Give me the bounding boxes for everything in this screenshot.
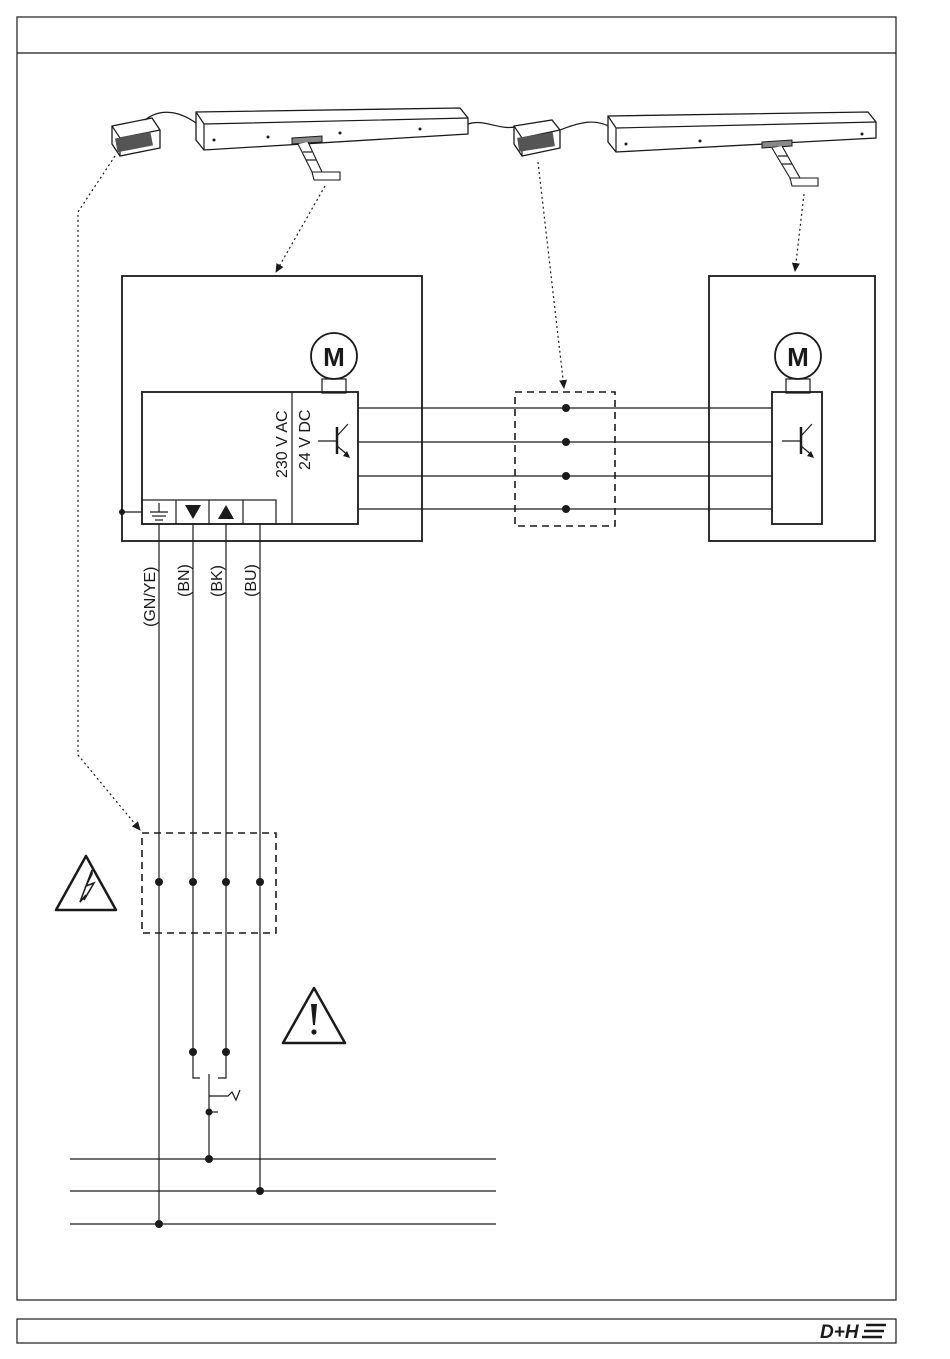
supply-wires: (GN/YE) (BN) (BK) (BU): [142, 524, 260, 1224]
down-arrow-icon: [185, 505, 201, 519]
junction-box-illustration-middle: [514, 120, 612, 156]
leader-arrows: [78, 156, 804, 830]
page-frame: [17, 17, 896, 1343]
electric-hazard-icon: [56, 856, 116, 910]
motor-label-right: M: [787, 342, 809, 372]
up-arrow-icon: [218, 505, 234, 519]
warning-icon: [283, 988, 345, 1043]
dh-logo: D+H: [820, 1322, 886, 1343]
junction-box-supply: [142, 833, 276, 933]
transistor-icon-right: [782, 424, 814, 458]
voltage-dc-label: 24 V DC: [297, 410, 314, 470]
wire-label-bn: (BN): [176, 564, 193, 597]
actuator-illustration-right: [608, 112, 876, 186]
ground-icon: [150, 503, 168, 520]
up-down-switch-icon: [189, 1048, 240, 1160]
wire-label-bk: (BK): [209, 565, 226, 597]
leader-actuator-right: [795, 194, 804, 271]
transistor-icon-left: [318, 424, 350, 458]
voltage-ac-label: 230 V AC: [274, 410, 291, 478]
actuator-illustration-left: [112, 108, 520, 180]
leader-junction-left: [78, 156, 140, 830]
leader-actuator-left: [276, 186, 325, 272]
interconnect-wires: [358, 392, 772, 526]
logo-text: D+H: [820, 1322, 860, 1343]
leader-junction-middle: [538, 162, 564, 388]
terminal-strip: [142, 500, 276, 524]
mains-rails: [70, 1155, 496, 1228]
wire-label-bu: (BU): [243, 564, 260, 597]
motor-label-left: M: [323, 342, 345, 372]
wire-label-gnye: (GN/YE): [142, 567, 159, 627]
